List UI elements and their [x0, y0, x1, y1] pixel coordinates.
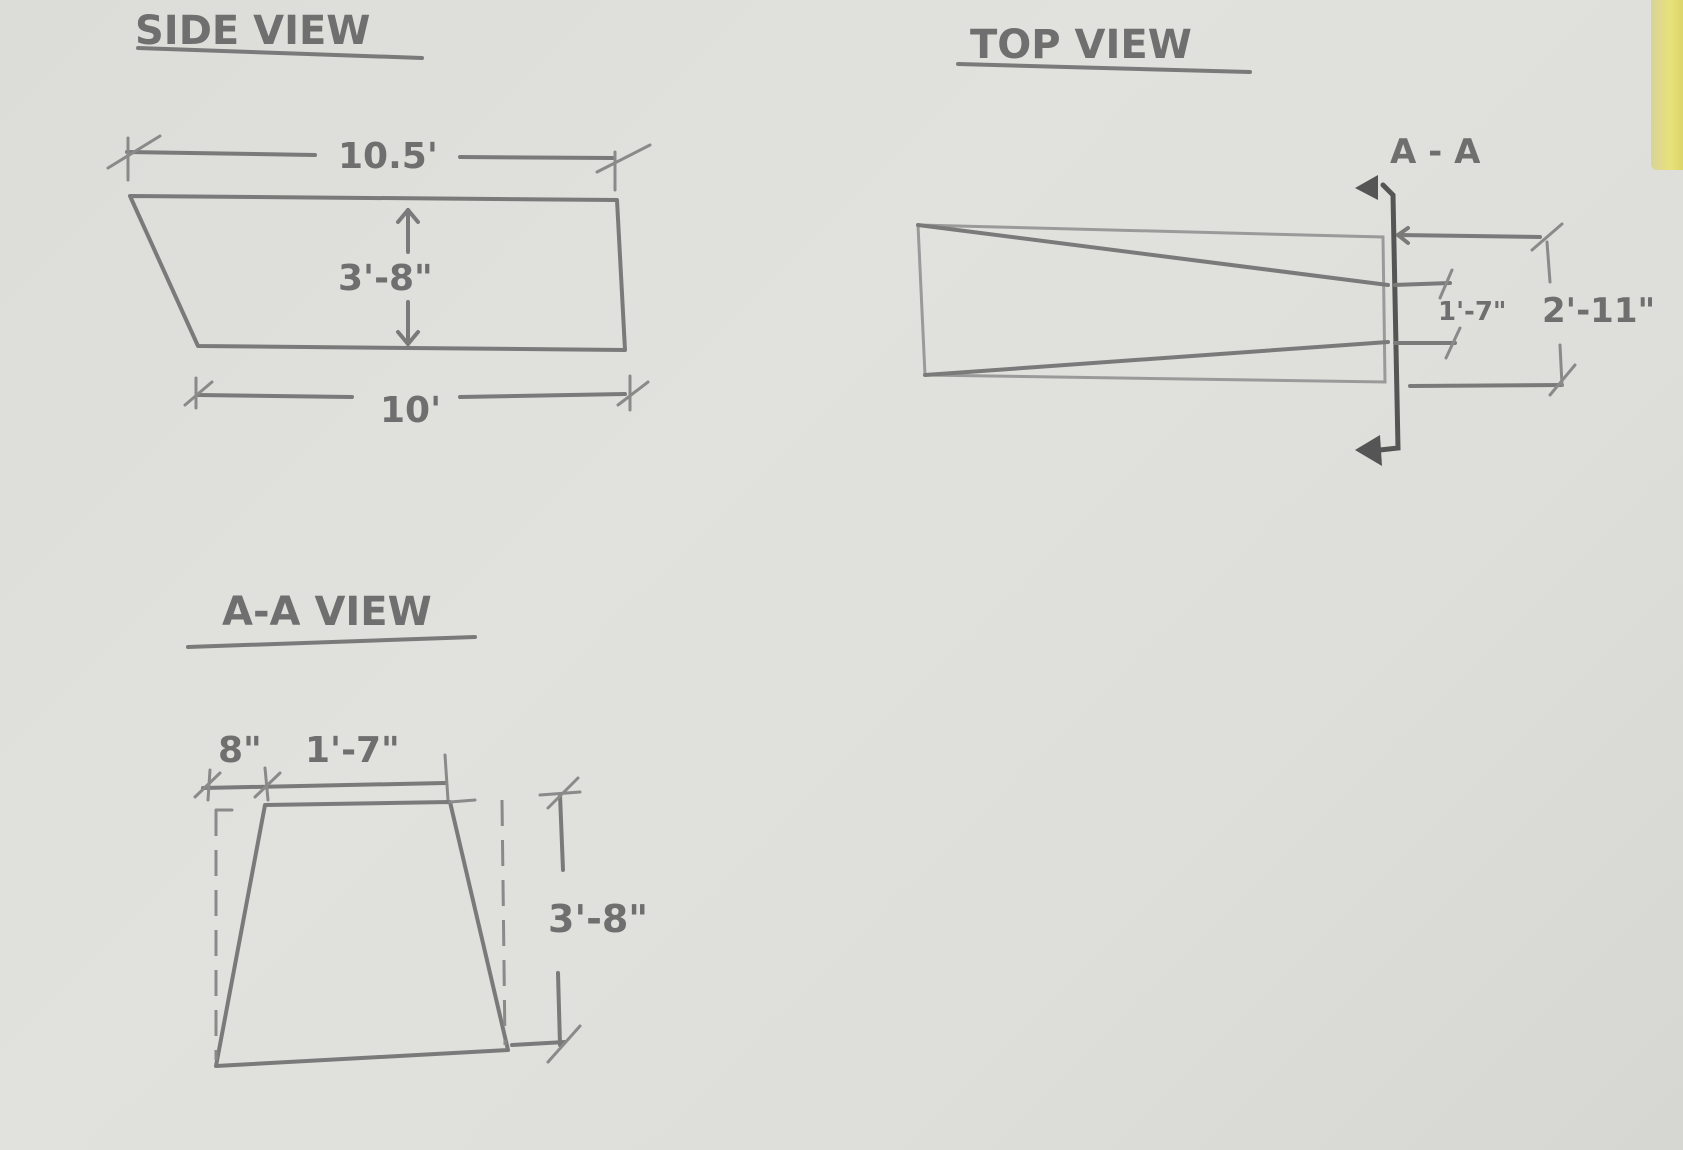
- section-arrow-top-icon: [1355, 175, 1378, 200]
- aa-right-hidden-line: [500, 799, 507, 1046]
- section-label: A - A: [1390, 132, 1481, 172]
- section-line-a-a: A - A: [1355, 132, 1481, 466]
- section-a-a-view: A-A VIEW 8" 1'-7" 3'-8": [186, 589, 648, 1068]
- aa-view-title: A-A VIEW: [222, 589, 432, 635]
- side-top-dimension: 10.5': [106, 134, 652, 192]
- aa-height-dimension: 3'-8": [510, 776, 648, 1064]
- top-view: TOP VIEW A - A 1'-7": [916, 22, 1655, 466]
- top-inner-width-label: 1'-7": [1438, 297, 1506, 327]
- side-view: SIDE VIEW 10.5' 3'-8": [106, 8, 652, 431]
- top-view-outer-outline: [916, 223, 1387, 384]
- paper-edge: [1651, 0, 1683, 170]
- aa-view-title-underline: [186, 635, 477, 649]
- top-view-taper-lower: [923, 340, 1390, 377]
- side-bottom-length-label: 10': [380, 390, 441, 431]
- side-height-label: 3'-8": [338, 258, 433, 299]
- side-view-title-underline: [136, 46, 424, 60]
- aa-offset-width-label: 8": [218, 730, 262, 771]
- side-bottom-dimension: 10': [183, 374, 650, 431]
- top-inner-width-dimension: 1'-7": [1393, 268, 1506, 360]
- side-view-title: SIDE VIEW: [135, 8, 370, 54]
- aa-top-width-label: 1'-7": [305, 730, 400, 771]
- side-top-length-label: 10.5': [338, 136, 438, 177]
- top-view-taper-upper: [916, 223, 1390, 287]
- top-outer-width-label: 2'-11": [1542, 291, 1655, 331]
- top-view-title: TOP VIEW: [970, 22, 1192, 68]
- side-height-dimension: 3'-8": [338, 208, 433, 346]
- aa-section-outline: [214, 800, 510, 1068]
- top-outer-width-dimension: 2'-11": [1396, 222, 1655, 397]
- side-view-outline: [128, 194, 627, 352]
- aa-top-dimensions: 8" 1'-7": [193, 730, 450, 802]
- section-arrow-bottom-icon: [1355, 435, 1382, 466]
- top-view-title-underline: [956, 62, 1252, 74]
- aa-height-label: 3'-8": [548, 897, 648, 941]
